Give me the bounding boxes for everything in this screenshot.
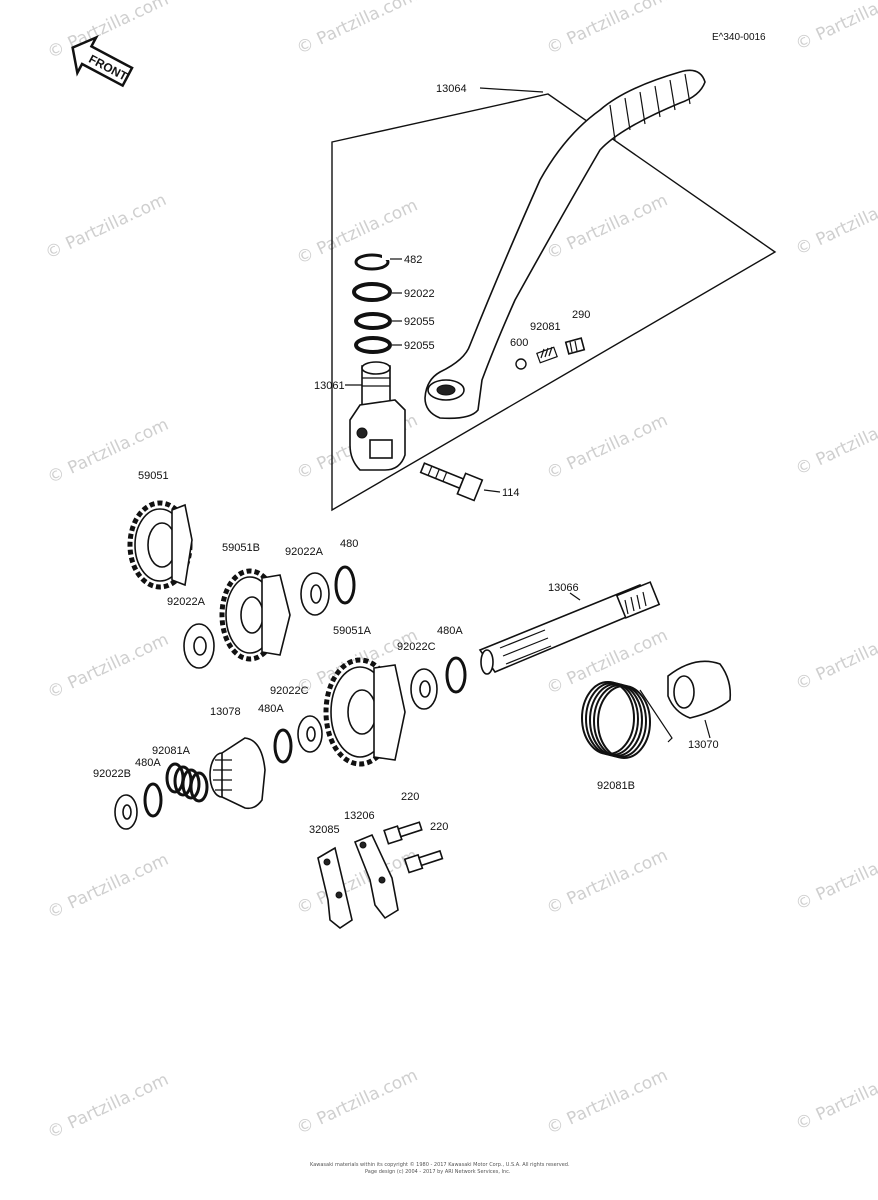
spring-guide-13070 <box>667 660 732 719</box>
washer-92022A-upper <box>300 572 330 616</box>
pedal-assembly-outline <box>331 93 777 512</box>
part-label-13070: 13070 <box>688 739 719 751</box>
gear-59051 <box>127 500 193 590</box>
part-label-92081B: 92081B <box>597 780 635 792</box>
washer-92022A-lower <box>183 623 215 669</box>
part-label-13078: 13078 <box>210 706 241 718</box>
part-label-92022: 92022 <box>404 288 435 300</box>
spring-92081 <box>536 346 558 364</box>
part-label-92055-upper: 92055 <box>404 316 435 328</box>
part-label-13066: 13066 <box>548 582 579 594</box>
washer-92022C-right <box>410 668 438 710</box>
part-label-92081: 92081 <box>530 321 561 333</box>
torsion-spring-92081B <box>581 681 673 759</box>
part-label-220-upper: 220 <box>401 791 419 803</box>
part-label-59051B: 59051B <box>222 542 260 554</box>
part-label-92022B: 92022B <box>93 768 131 780</box>
part-label-480: 480 <box>340 538 358 550</box>
oring-92055-lower <box>354 336 392 354</box>
washer-92022C-left <box>297 715 323 753</box>
part-label-482: 482 <box>404 254 422 266</box>
watermark: © Partzilla.com <box>793 841 878 915</box>
gear-59051B <box>219 568 291 662</box>
part-label-13064: 13064 <box>436 83 467 95</box>
spring-92081A <box>165 762 209 803</box>
watermark: © Partzilla.com <box>294 0 421 59</box>
gear-59051A <box>323 657 406 767</box>
part-label-92055-lower: 92055 <box>404 340 435 352</box>
circlip-480 <box>334 565 356 605</box>
diagram-reference: E^340-0016 <box>712 32 766 43</box>
leader-13064 <box>479 87 544 93</box>
kick-pedal-arm <box>424 69 706 420</box>
part-label-92022A-upper: 92022A <box>285 546 324 558</box>
plug-290 <box>564 337 586 355</box>
part-label-600: 600 <box>510 337 528 349</box>
footer-page-design: Page design (c) 2004 - 2017 by ARI Netwo… <box>365 1169 511 1175</box>
part-label-480A-middle: 480A <box>258 703 284 715</box>
watermark: © Partzilla.com <box>294 845 421 919</box>
part-label-480A-right: 480A <box>437 625 463 637</box>
kick-shaft-13066 <box>478 581 661 675</box>
washer-92022B <box>114 794 138 830</box>
watermark: © Partzilla.com <box>793 186 878 260</box>
watermark: © Partzilla.com <box>544 845 671 919</box>
watermark: © Partzilla.com <box>42 190 169 264</box>
watermark: © Partzilla.com <box>544 1065 671 1139</box>
watermark: © Partzilla.com <box>544 410 671 484</box>
part-label-290: 290 <box>572 309 590 321</box>
circlip-480A-left <box>143 782 163 818</box>
part-label-13206: 13206 <box>344 810 375 822</box>
part-label-92022C-right: 92022C <box>397 641 436 653</box>
plate-32085 <box>317 846 353 929</box>
oring-92055-upper <box>354 312 392 330</box>
plate-13206 <box>353 833 399 920</box>
pedal-boss-13061 <box>349 361 406 471</box>
part-label-480A-left: 480A <box>135 757 161 769</box>
part-label-92022C-left: 92022C <box>270 685 309 697</box>
pedal-grip-ribs <box>609 73 691 141</box>
part-label-13061: 13061 <box>314 380 345 392</box>
ball-600 <box>515 358 527 370</box>
circlip-480A-right <box>445 656 467 694</box>
watermark: © Partzilla.com <box>44 850 171 924</box>
leader-13066 <box>569 592 581 601</box>
washer-92022 <box>352 282 392 302</box>
bolt-114 <box>419 462 484 502</box>
circlip-482 <box>354 253 390 271</box>
watermark: © Partzilla.com <box>793 0 878 55</box>
bolt-220-lower <box>403 849 444 874</box>
ratchet-13078 <box>209 737 266 810</box>
part-label-32085: 32085 <box>309 824 340 836</box>
watermark: © Partzilla.com <box>793 1061 878 1135</box>
watermark: © Partzilla.com <box>44 1070 171 1144</box>
watermark: © Partzilla.com <box>793 406 878 480</box>
part-label-220-lower: 220 <box>430 821 448 833</box>
circlip-480A-middle <box>273 728 293 764</box>
bolt-220-upper <box>383 821 423 845</box>
part-label-92081A: 92081A <box>152 745 191 757</box>
watermark: © Partzilla.com <box>44 0 171 63</box>
leader-13070 <box>704 719 711 739</box>
part-label-59051A: 59051A <box>333 625 372 637</box>
part-label-92022A-lower: 92022A <box>167 596 206 608</box>
watermark: © Partzilla.com <box>44 630 171 704</box>
watermark: © Partzilla.com <box>793 621 878 695</box>
footer-copyright: Kawasaki materials within its copyright … <box>310 1161 570 1168</box>
watermark: © Partzilla.com <box>294 1065 421 1139</box>
watermark: © Partzilla.com <box>544 0 671 59</box>
part-label-59051: 59051 <box>138 470 169 482</box>
part-label-114: 114 <box>502 487 520 499</box>
leader-114 <box>483 489 501 493</box>
